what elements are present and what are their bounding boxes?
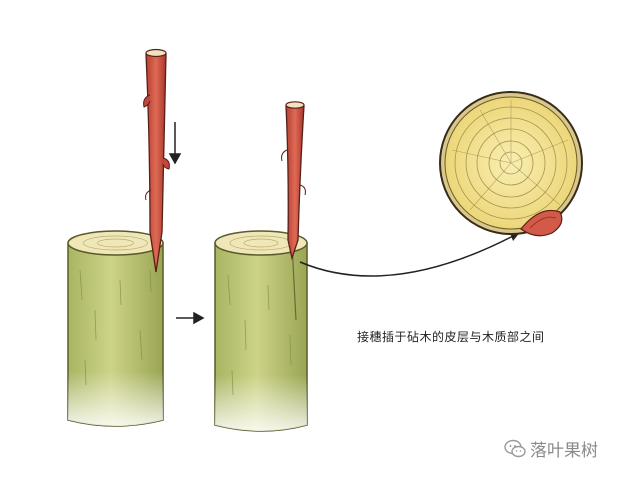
- watermark-text: 落叶果树: [530, 441, 598, 461]
- wechat-icon: [504, 439, 526, 457]
- pointer-arrow: [299, 230, 521, 277]
- rootstock-stage-1: [67, 230, 164, 427]
- cross-section: [439, 91, 583, 237]
- watermark: 落叶果树: [504, 436, 598, 461]
- scion-stage-1: [143, 48, 170, 273]
- rootstock-stage-2: [214, 230, 308, 432]
- insert-arrow: [168, 122, 182, 165]
- stage-arrow: [176, 311, 205, 325]
- caption-text: 接穗插于砧木的皮层与木质部之间: [357, 330, 545, 344]
- scion-stage-2: [281, 101, 306, 261]
